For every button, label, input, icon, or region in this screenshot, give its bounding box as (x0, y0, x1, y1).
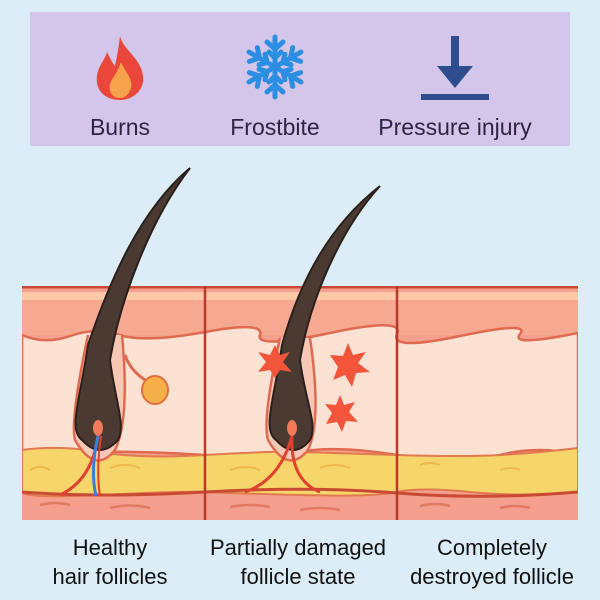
caption-line: Completely (436, 535, 548, 560)
damaged-follicle (244, 185, 381, 494)
flame-icon (96, 36, 144, 100)
stage-caption-healthy: Healthy hair follicles (10, 533, 210, 591)
cause-pressure-injury: Pressure injury (365, 12, 545, 146)
caption-line: follicle state (240, 564, 356, 589)
caption-line: Healthy (72, 535, 148, 560)
cause-burns: Burns (30, 12, 210, 146)
cause-label: Burns (89, 114, 151, 140)
caption-line: hair follicles (52, 564, 168, 589)
snowflake-icon (240, 34, 310, 102)
cause-label: Pressure injury (378, 114, 532, 140)
caption-line: Partially damaged (209, 535, 387, 560)
cause-frostbite: Frostbite (185, 12, 365, 146)
healthy-follicle (59, 167, 191, 497)
down-arrow-icon (421, 36, 489, 100)
sebaceous-gland (141, 375, 169, 405)
injury-causes-panel: Burns Frostbite Pressure injury (30, 12, 570, 146)
caption-line: destroyed follicle (410, 564, 574, 589)
damage-burst-icon (258, 343, 370, 432)
stage-caption-destroyed: Completely destroyed follicle (392, 533, 592, 591)
cause-label: Frostbite (230, 114, 320, 140)
stage-caption-partial: Partially damaged follicle state (198, 533, 398, 591)
